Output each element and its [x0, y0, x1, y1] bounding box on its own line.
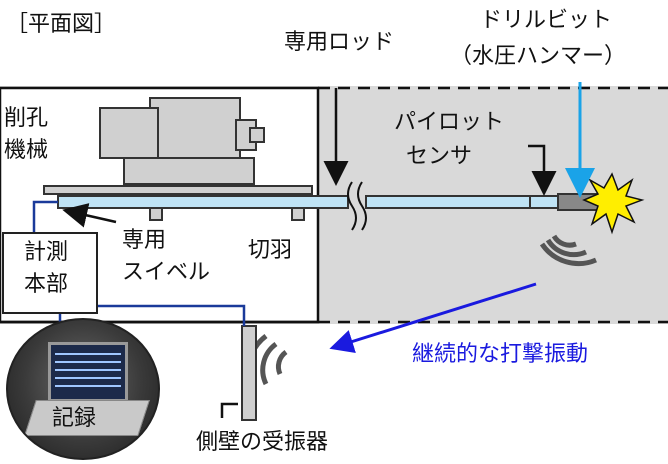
- rod-break-symbol-2: [357, 181, 367, 231]
- drill-bit-label-1: ドリルビット: [480, 8, 613, 33]
- drill-bit-label-2: （水圧ハンマー）: [450, 44, 627, 69]
- pilot-sensor-label-2: センサ: [406, 144, 473, 169]
- vibration-label: 継続的な打撃振動: [412, 342, 589, 367]
- swivel-label-2: スイベル: [122, 260, 211, 285]
- lower-area: [318, 324, 668, 464]
- laptop-photo: [6, 318, 160, 460]
- laptop-screen: [48, 342, 128, 402]
- pilot-sensor-label-1: パイロット: [394, 110, 505, 135]
- machine-rail: [43, 185, 313, 195]
- face-label: 切羽: [248, 238, 293, 263]
- cable-swivel: [32, 200, 58, 232]
- swivel-arrow: [62, 203, 117, 228]
- measurement-hq-label-1: 計測: [24, 240, 69, 265]
- measurement-hq-label-2: 本部: [24, 272, 69, 297]
- sidewall-receiver: [241, 325, 257, 421]
- impact-burst: [582, 172, 645, 235]
- special-rod-far: [365, 195, 531, 209]
- record-label: 記録: [52, 406, 97, 431]
- measurement-hq-box: [2, 232, 98, 314]
- receiver-arrow: [220, 402, 238, 418]
- drill-machine-label-2: 機械: [4, 138, 49, 163]
- special-rod: [57, 195, 349, 209]
- rod-label: 専用ロッド: [284, 30, 395, 55]
- diagram-title: ［平面図］: [6, 12, 117, 37]
- drill-machine: [99, 97, 265, 185]
- vibration-arrow: [329, 282, 537, 353]
- drill-machine-label-1: 削孔: [4, 106, 49, 131]
- rod-break-symbol: [347, 181, 357, 231]
- vibration-waves-bit: [539, 234, 597, 267]
- sidewall-receiver-label: 側壁の受振器: [196, 430, 329, 455]
- pilot-sensor-arrow: [528, 144, 557, 196]
- pilot-sensor: [529, 195, 559, 209]
- swivel-label-1: 専用: [122, 228, 167, 253]
